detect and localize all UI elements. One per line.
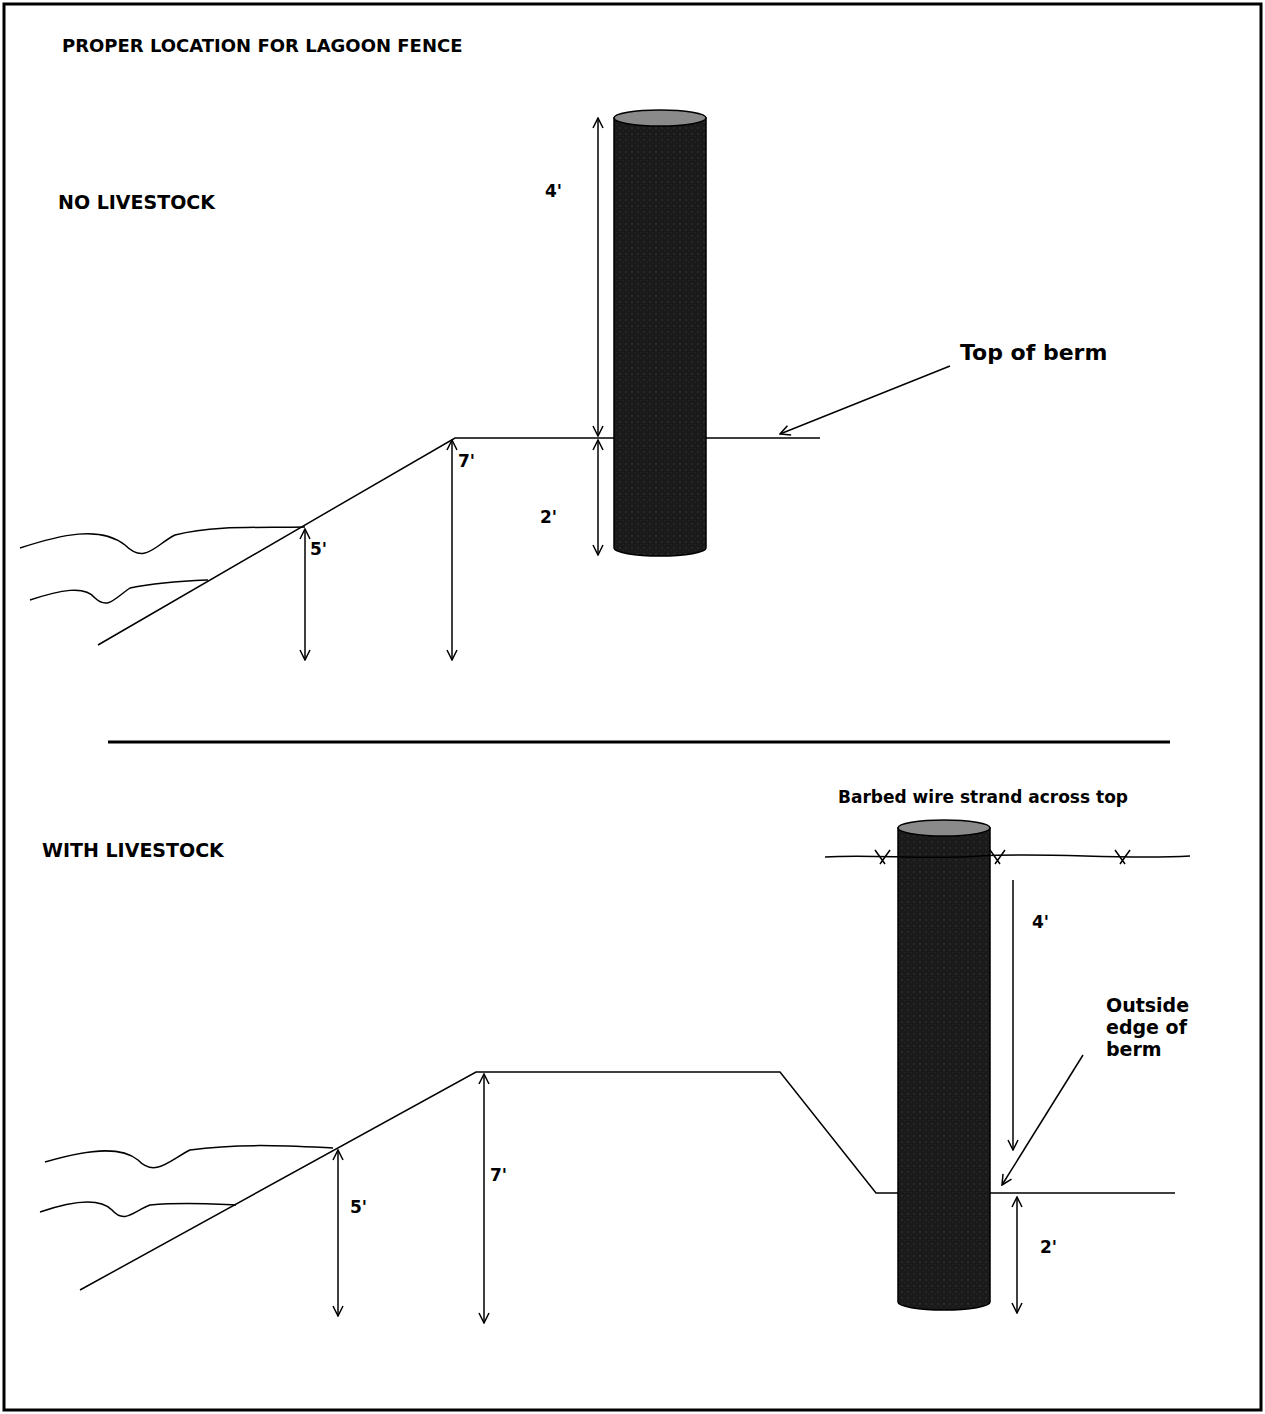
frame <box>4 4 1261 1410</box>
water-wave <box>45 1146 333 1168</box>
dimension-label: 4' <box>1032 913 1049 933</box>
berm-profile <box>98 438 820 645</box>
dimension-arrow <box>597 118 599 436</box>
dimension-arrow <box>1016 1197 1018 1313</box>
dimension-label: 2' <box>540 508 557 528</box>
dimension-arrow <box>337 1150 339 1316</box>
leader-line <box>780 366 950 434</box>
divider <box>108 741 1170 744</box>
dimension-arrow <box>1012 880 1014 1150</box>
dimension-label: 5' <box>310 540 327 560</box>
water-wave <box>30 580 208 603</box>
dimension-arrow <box>597 440 599 555</box>
no-livestock-section <box>20 118 950 660</box>
callout-label: Barbed wire strand across top <box>838 788 1128 808</box>
dimension-label: 2' <box>1040 1238 1057 1258</box>
dimension-label: 7' <box>458 452 475 472</box>
barbed-wire <box>825 850 1190 864</box>
fence-post <box>614 110 706 556</box>
berm-profile <box>80 1072 1175 1290</box>
dimension-arrow <box>304 529 306 660</box>
dimension-arrow <box>451 440 453 660</box>
title: PROPER LOCATION FOR LAGOON FENCE <box>62 36 462 57</box>
callout-label: Top of berm <box>960 340 1107 365</box>
fence-post <box>898 820 990 1310</box>
water-wave <box>20 527 305 554</box>
with-livestock-section <box>40 880 1175 1323</box>
section-heading: NO LIVESTOCK <box>58 192 215 214</box>
callout-label: Outside edge of berm <box>1106 995 1211 1061</box>
dimension-arrow <box>483 1074 485 1323</box>
water-wave <box>40 1202 236 1217</box>
dimension-label: 7' <box>490 1166 507 1186</box>
dimension-label: 4' <box>545 182 562 202</box>
section-heading: WITH LIVESTOCK <box>42 840 224 862</box>
leader-line <box>1002 1055 1083 1185</box>
dimension-label: 5' <box>350 1198 367 1218</box>
